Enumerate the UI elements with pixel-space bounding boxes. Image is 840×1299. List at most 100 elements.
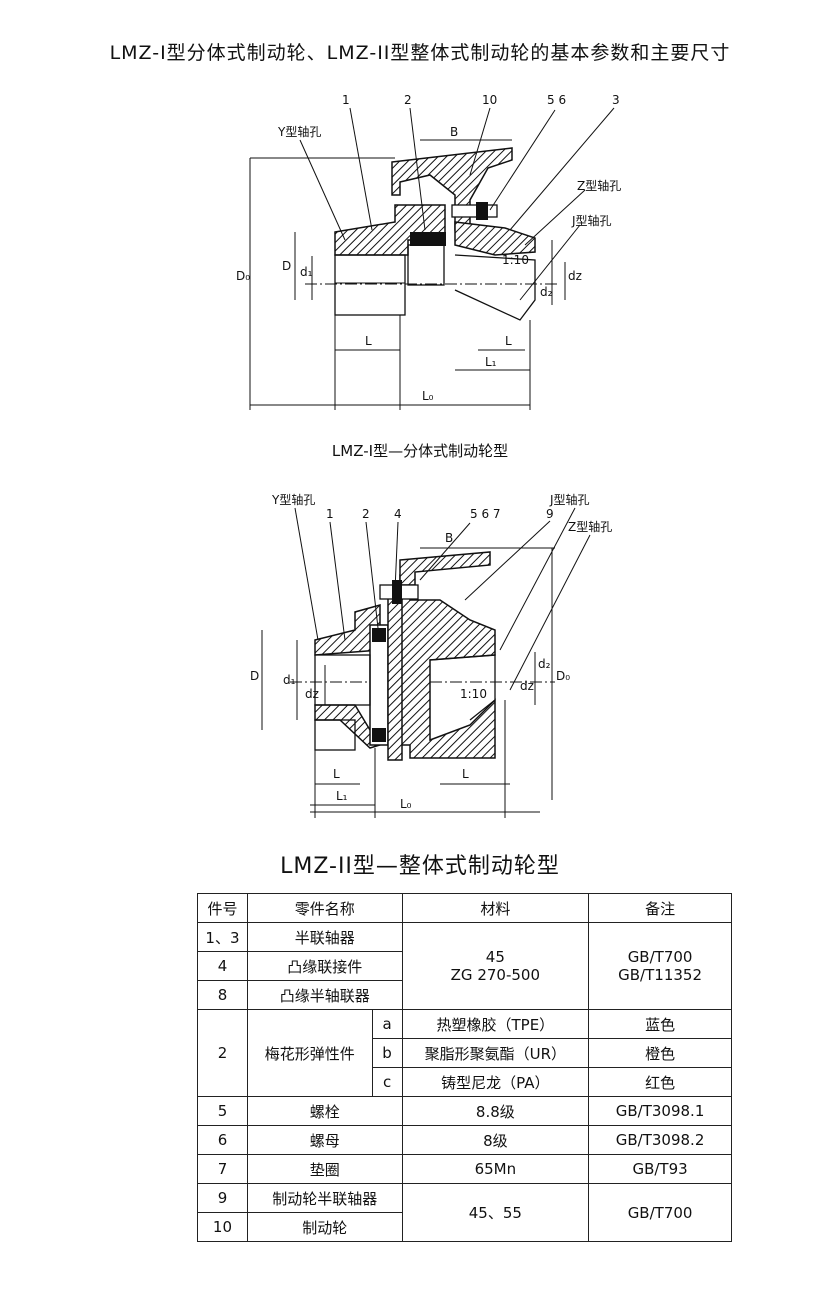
flange-connector: [387, 589, 403, 761]
label-part-2: 2: [362, 507, 370, 521]
label-D: D: [250, 669, 259, 683]
label-z-hole: Z型轴孔: [577, 178, 621, 193]
cell-note: 橙色: [588, 1038, 732, 1068]
cell-no: 7: [197, 1154, 248, 1184]
cell-material-group9: 45、55: [401, 1183, 590, 1242]
cell-variant-code: c: [371, 1067, 403, 1097]
cell-note: GB/T93: [588, 1154, 732, 1184]
elastic-element: [410, 232, 446, 246]
cell-variant-code: a: [371, 1009, 403, 1039]
label-L1: L₁: [336, 789, 348, 803]
label-part-3: 3: [612, 93, 620, 107]
cell-name: 凸缘半轴联器: [246, 980, 403, 1010]
cell-variant-code: b: [371, 1038, 403, 1068]
label-D0: D₀: [236, 269, 250, 283]
cell-note: 蓝色: [588, 1009, 732, 1039]
table-row: 2 梅花形弹性件 a 热塑橡胶（TPE） 蓝色: [197, 1009, 732, 1097]
label-L0: L₀: [422, 389, 434, 403]
cell-name: 螺栓: [246, 1096, 403, 1126]
table-row: c 铸型尼龙（PA） 红色: [198, 1067, 732, 1097]
left-bore: [334, 254, 406, 316]
right-bore: [429, 654, 496, 721]
label-taper: 1:10: [502, 253, 529, 267]
cell-note: 红色: [588, 1067, 732, 1097]
cell-name: 半联轴器: [246, 922, 403, 952]
cell-note-group1: GB/T700 GB/T11352: [588, 922, 732, 1010]
label-L-right: L: [505, 334, 512, 348]
right-half-coupling: [454, 221, 536, 256]
table-row: 1、3 半联轴器 45 ZG 270-500 GB/T700 GB/T11352: [197, 922, 732, 1010]
label-dz-left: dz: [305, 687, 319, 701]
bolt: [451, 204, 498, 218]
cell-name: 凸缘联接件: [246, 951, 403, 981]
label-part-10: 10: [482, 93, 497, 107]
label-L0: L₀: [400, 797, 412, 811]
label-dz: dz: [568, 269, 582, 283]
label-L-right: L: [462, 767, 469, 781]
cell-no: 2: [197, 1009, 248, 1097]
label-d1: d₁: [283, 673, 296, 687]
page-title: LMZ-I型分体式制动轮、LMZ-II型整体式制动轮的基本参数和主要尺寸: [109, 42, 731, 64]
label-part-9: 9: [546, 507, 554, 521]
cell-note-group9: GB/T700: [588, 1183, 732, 1242]
table-row: 8 凸缘半轴联器: [197, 980, 732, 1010]
label-L1: L₁: [485, 355, 497, 369]
brake-rim: [399, 551, 491, 586]
label-part-1: 1: [326, 507, 334, 521]
diagram2-caption: LMZ-II型—整体式制动轮型: [280, 854, 560, 879]
cell-name: 制动轮: [246, 1212, 403, 1242]
cell-name: 螺母: [246, 1125, 403, 1155]
label-B: B: [450, 125, 458, 139]
cell-no: 8: [197, 980, 248, 1010]
label-dz-right: dz: [520, 679, 534, 693]
table-row: 9 制动轮半联轴器 45、55 GB/T700: [197, 1183, 732, 1242]
label-y-hole: Y型轴孔: [271, 492, 315, 507]
cell-material: 铸型尼龙（PA）: [401, 1067, 590, 1097]
cell-no: 4: [197, 951, 248, 981]
label-j-hole: J型轴孔: [549, 492, 590, 507]
left-half-coupling: [334, 204, 446, 256]
label-y-hole: Y型轴孔: [277, 124, 321, 139]
header-note: 备注: [588, 893, 732, 923]
parts-table: 件号 零件名称 材料 备注 1、3 半联轴器 45 ZG 270-500 GB/…: [197, 893, 732, 1242]
header-part-no: 件号: [197, 893, 248, 923]
label-d2: d₂: [540, 285, 553, 299]
label-part-4: 4: [394, 507, 402, 521]
brake-wheel-half-coupling: [399, 574, 496, 759]
cell-name: 垫圈: [246, 1154, 403, 1184]
table-row: 7 垫圈 65Mn GB/T93: [197, 1154, 732, 1184]
label-part-1: 1: [342, 93, 350, 107]
label-B: B: [445, 531, 453, 545]
header-material: 材料: [401, 893, 590, 923]
label-part-5-6: 5 6: [547, 93, 566, 107]
elastic-element: [369, 624, 389, 746]
lmz-i-drawing: Y型轴孔 1 2 10 5 6 3 Z型轴孔 J型轴孔 B D₀ D d₁ 1:…: [236, 93, 621, 410]
cell-material-group1: 45 ZG 270-500: [401, 922, 590, 1010]
right-taper-bore: [454, 254, 536, 321]
cell-material: 8级: [401, 1125, 590, 1155]
label-L-left: L: [365, 334, 372, 348]
left-bore: [314, 654, 371, 706]
cell-no: 6: [197, 1125, 248, 1155]
label-z-hole: Z型轴孔: [568, 519, 612, 534]
cell-name: 梅花形弹性件: [246, 1009, 373, 1097]
cell-note: GB/T3098.1: [588, 1096, 732, 1126]
cell-material: 65Mn: [401, 1154, 590, 1184]
cell-material: 8.8级: [401, 1096, 590, 1126]
lmz-ii-drawing: Y型轴孔 1 2 4 5 6 7 9 J型轴孔 Z型轴孔 B D d₁ dz d…: [250, 492, 612, 818]
table-row: 10 制动轮: [197, 1212, 732, 1242]
label-L-left: L: [333, 767, 340, 781]
cell-no: 5: [197, 1096, 248, 1126]
label-D0: D₀: [556, 669, 570, 683]
cell-note: GB/T3098.2: [588, 1125, 732, 1155]
cell-name: 制动轮半联轴器: [246, 1183, 403, 1213]
label-D: D: [282, 259, 291, 273]
cell-no: 9: [197, 1183, 248, 1213]
label-part-2: 2: [404, 93, 412, 107]
table-row: 4 凸缘联接件: [197, 951, 732, 981]
cell-no: 1、3: [197, 922, 248, 952]
diagram1-caption: LMZ-I型—分体式制动轮型: [331, 442, 509, 460]
label-d1: d₁: [300, 265, 313, 279]
label-taper: 1:10: [460, 687, 487, 701]
table-row: 5 螺栓 8.8级 GB/T3098.1: [197, 1096, 732, 1126]
